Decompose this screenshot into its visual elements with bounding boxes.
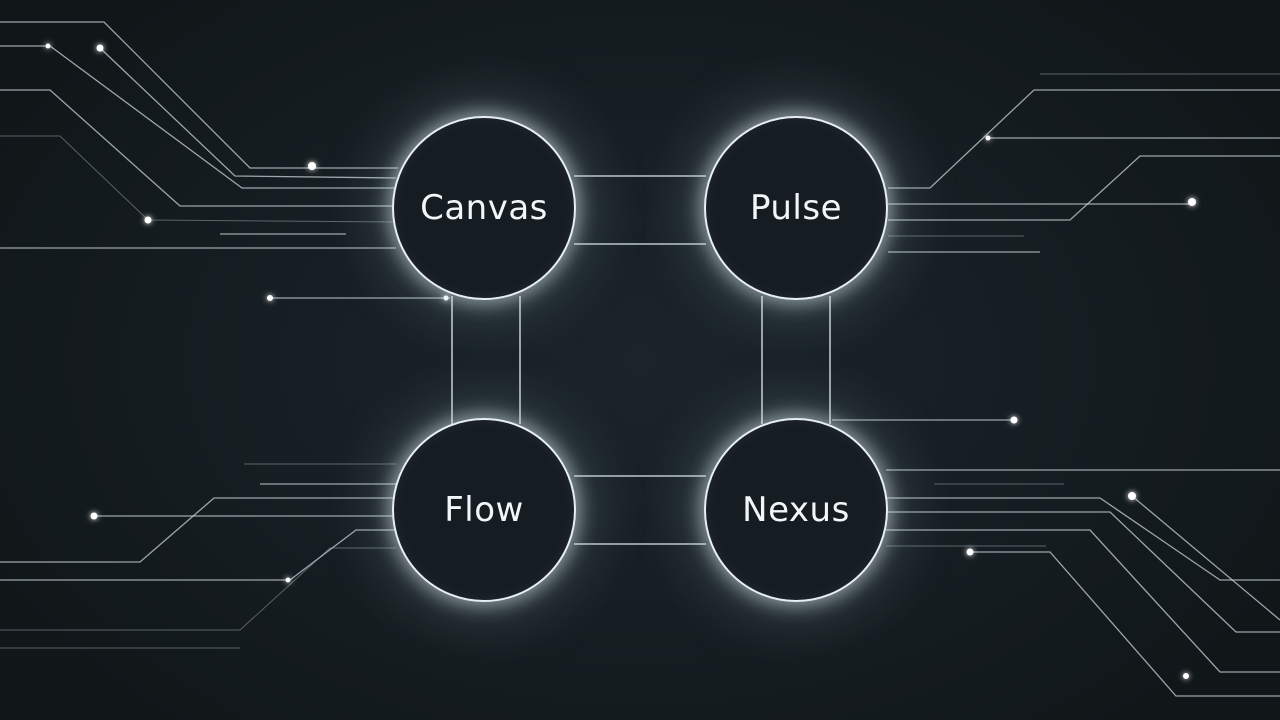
node-pulse-label: Pulse [749,188,843,228]
traces-bottom-right [886,469,1280,697]
traces-top-right [832,73,1280,421]
node-links [451,175,831,545]
spark-dots [45,43,1196,679]
node-nexus-label: Nexus [742,490,850,530]
node-nexus: Nexus [704,418,888,602]
node-flow-label: Flow [444,490,524,530]
traces-bottom-left [0,463,396,649]
node-canvas: Canvas [392,116,576,300]
traces-top-left [0,21,450,299]
node-flow: Flow [392,418,576,602]
node-pulse: Pulse [704,116,888,300]
node-canvas-label: Canvas [420,188,548,228]
